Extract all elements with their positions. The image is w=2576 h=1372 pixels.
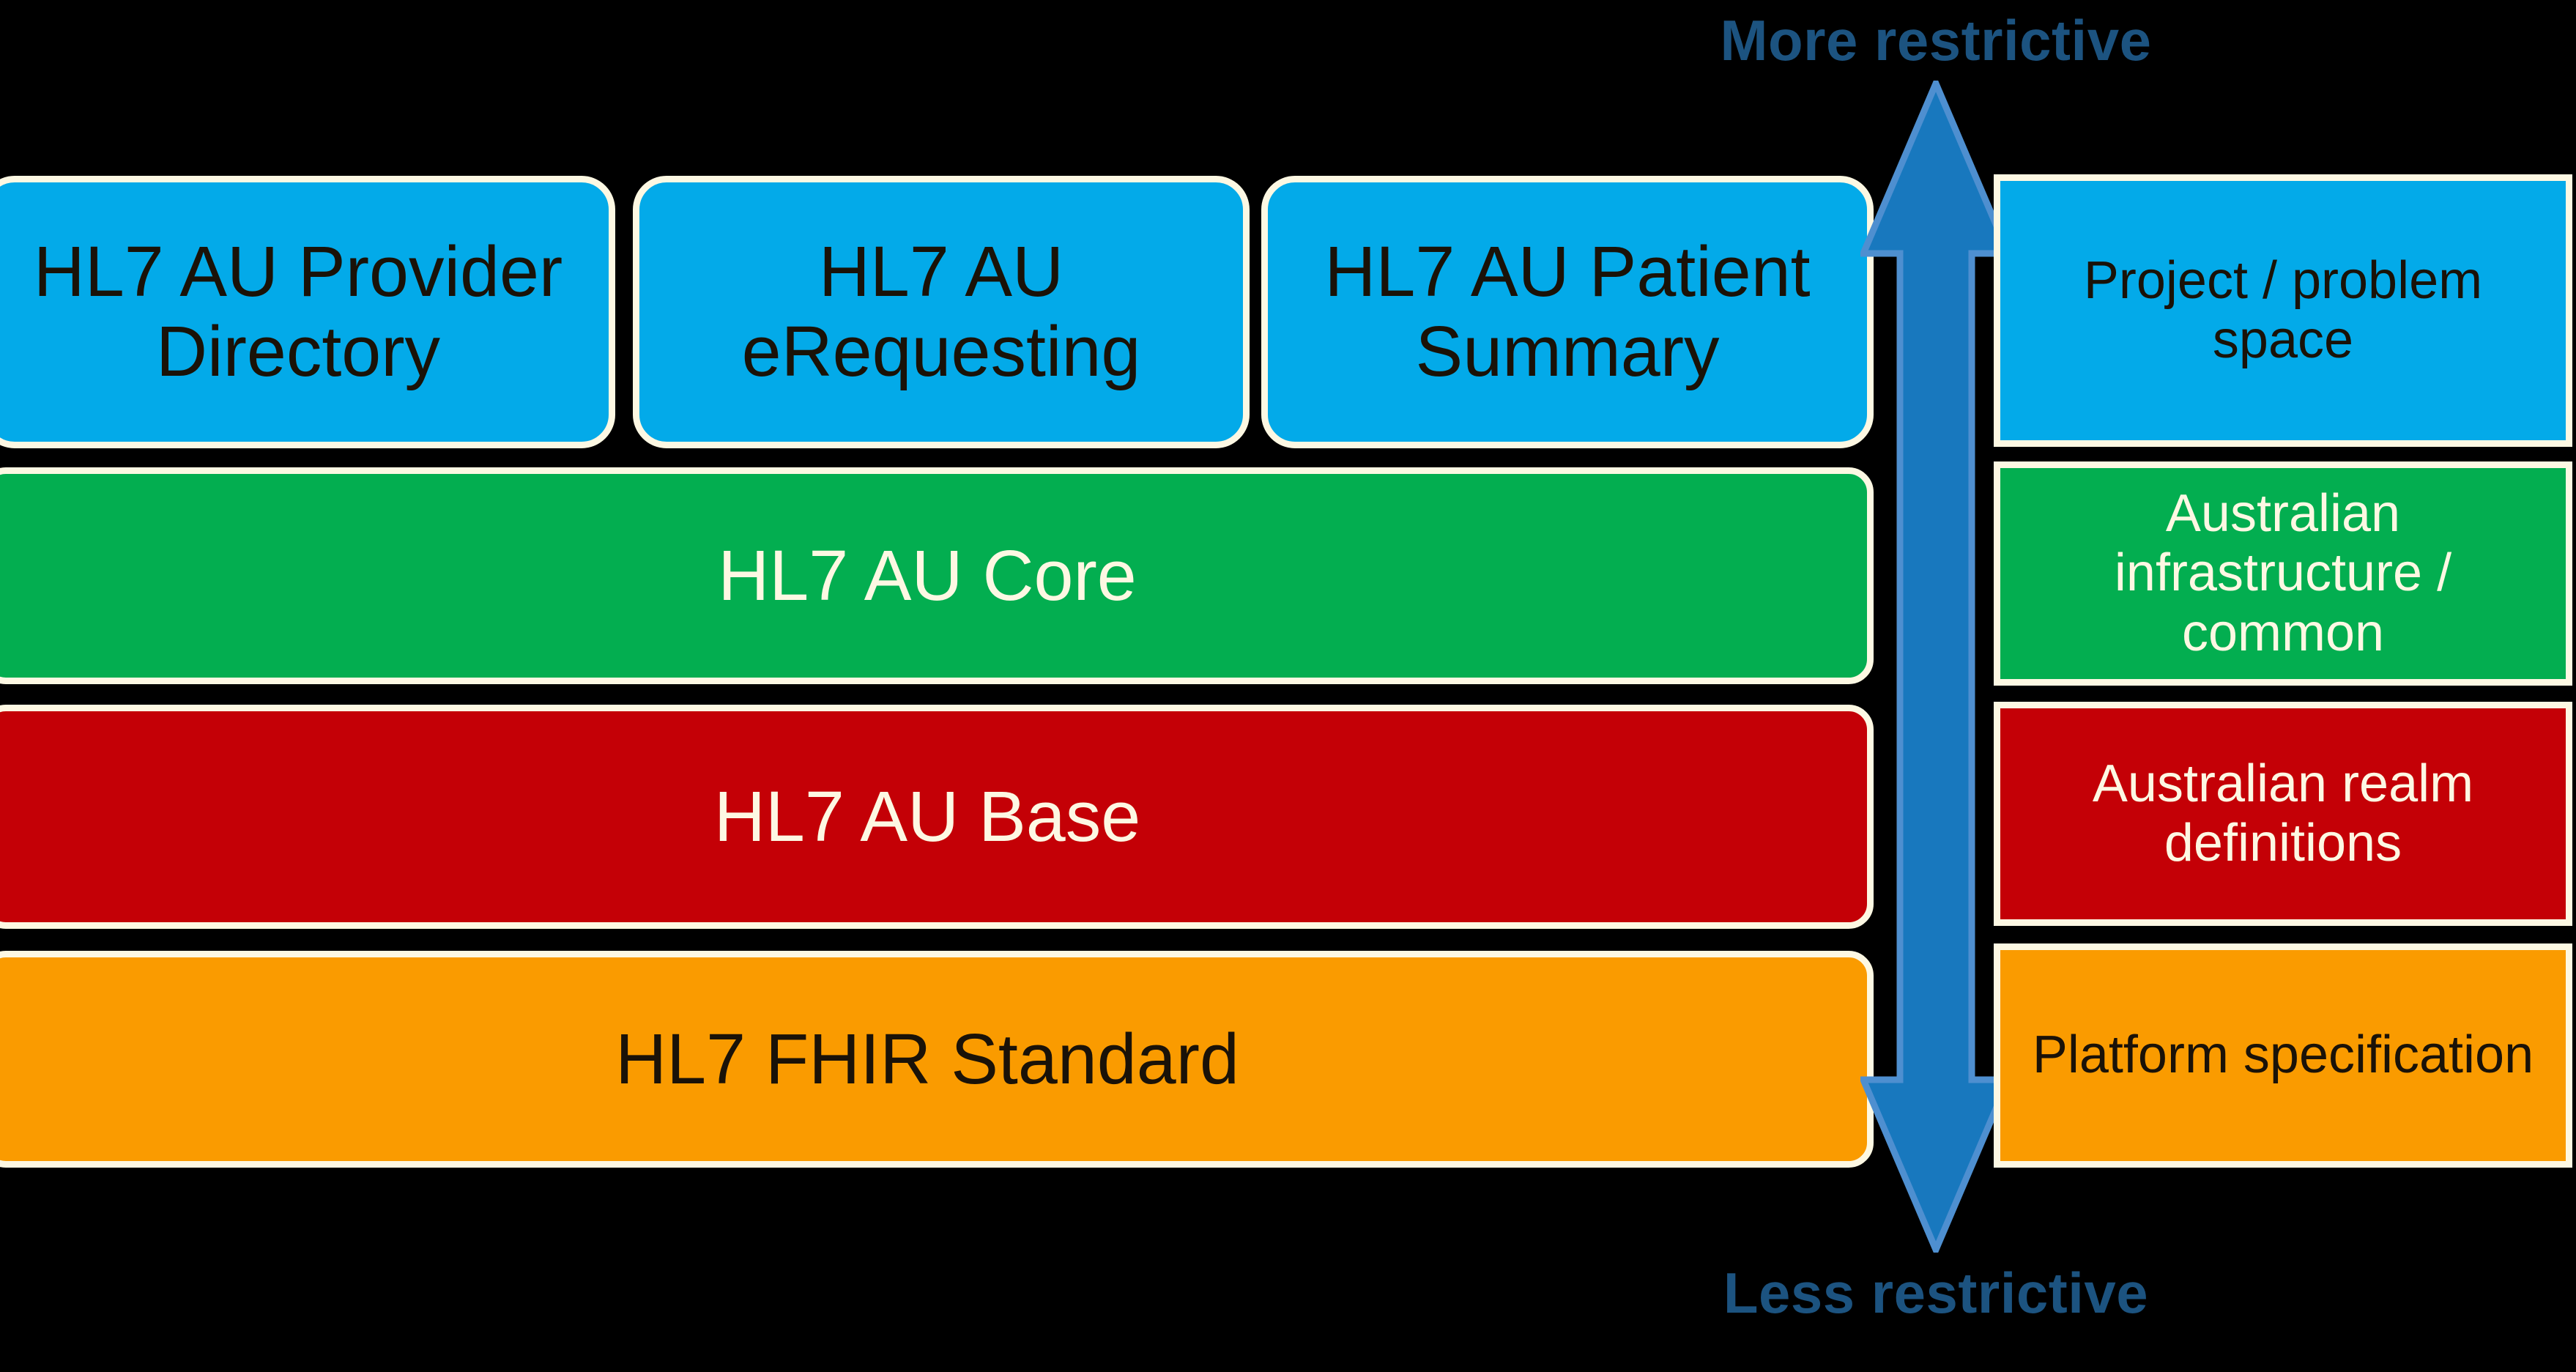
layer-box-label: HL7 AU Core: [718, 535, 1137, 615]
legend-item-label: Australian infrastructure / common: [2114, 483, 2452, 662]
layer-box-label: HL7 AU Patient Summary: [1324, 231, 1811, 391]
legend-item-platform-specification[interactable]: Platform specification: [1994, 943, 2572, 1168]
layer-box-au-core[interactable]: HL7 AU Core: [0, 467, 1874, 684]
layer-box-label: HL7 AU Provider Directory: [33, 231, 563, 391]
double-headed-arrow-icon: [1860, 81, 2011, 1253]
layer-box-patient-summary[interactable]: HL7 AU Patient Summary: [1261, 176, 1874, 448]
layer-box-label: HL7 AU eRequesting: [741, 231, 1141, 391]
layer-box-label: HL7 FHIR Standard: [615, 1018, 1239, 1099]
legend-item-label: Platform specification: [2032, 1026, 2534, 1085]
layer-box-provider-directory[interactable]: HL7 AU Provider Directory: [0, 176, 615, 448]
restrictiveness-axis: [1860, 81, 2011, 1253]
legend-item-australian-infrastructure-common[interactable]: Australian infrastructure / common: [1994, 461, 2572, 686]
layer-box-fhir-standard[interactable]: HL7 FHIR Standard: [0, 951, 1874, 1168]
legend-item-project-problem-space[interactable]: Project / problem space: [1994, 174, 2572, 447]
axis-label-less-restrictive: Less restrictive: [1723, 1261, 2149, 1325]
layer-box-erequesting[interactable]: HL7 AU eRequesting: [633, 176, 1250, 448]
layer-box-label: HL7 AU Base: [713, 776, 1141, 856]
layer-box-au-base[interactable]: HL7 AU Base: [0, 705, 1874, 929]
legend-item-label: Australian realm definitions: [2092, 754, 2474, 872]
axis-label-more-restrictive: More restrictive: [1720, 8, 2152, 73]
legend-item-australian-realm-definitions[interactable]: Australian realm definitions: [1994, 702, 2572, 926]
legend-item-label: Project / problem space: [2083, 251, 2483, 369]
